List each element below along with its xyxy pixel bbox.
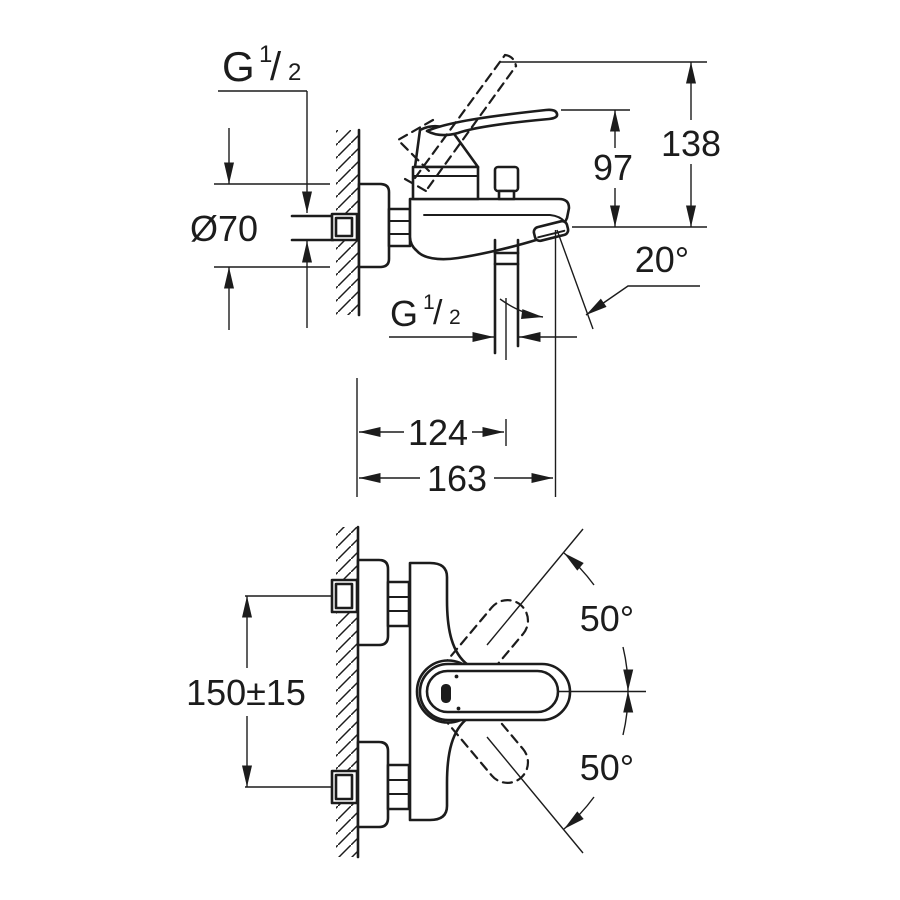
side-escutcheon	[357, 182, 391, 269]
front-upper-nut	[386, 580, 411, 628]
side-spout-angle-arc	[499, 298, 544, 320]
front-lower-nut	[386, 763, 411, 811]
side-handle-base	[411, 165, 480, 201]
side-dashed-lever-line-1	[413, 53, 507, 180]
front-swing-diagonal-lower	[486, 736, 584, 854]
front-view-dimensions: 150±15 50° 50°	[186, 595, 634, 788]
label-dia70: Ø70	[190, 208, 258, 249]
front-swing-diagonal-upper	[486, 528, 584, 646]
side-handle-lever	[425, 108, 559, 137]
front-arc-upper-outer	[563, 552, 595, 586]
front-wall-hatch	[336, 527, 358, 857]
label-20deg: 20°	[635, 239, 689, 280]
front-arc-lower-outer	[563, 796, 595, 830]
side-dashed-lever-line-2	[426, 64, 518, 190]
front-lower-escutcheon	[356, 740, 390, 829]
label-50deg-lower: 50°	[580, 747, 634, 788]
dim-20deg-leader	[585, 285, 700, 316]
front-lower-bolt-inner	[334, 773, 354, 801]
label-wall-thread: G 1 / 2	[222, 41, 301, 90]
front-arc-upper-inner	[622, 646, 634, 692]
side-union-nut	[387, 207, 412, 248]
label-163: 163	[427, 458, 487, 499]
front-upper-escutcheon	[356, 558, 390, 647]
label-150: 150±15	[186, 672, 306, 713]
front-handle-logo-mark	[441, 684, 451, 703]
side-diverter-knob	[493, 165, 520, 193]
front-view	[330, 525, 646, 859]
front-arc-lower-inner	[622, 690, 634, 736]
side-body	[408, 197, 571, 261]
side-dashed-cone-base	[403, 177, 428, 193]
side-supply-bolt-inner	[334, 216, 354, 238]
label-138: 138	[661, 123, 721, 164]
label-97: 97	[593, 147, 633, 188]
label-50deg-upper: 50°	[580, 598, 634, 639]
side-diverter-stem	[497, 189, 516, 201]
front-handle-dot-bottom	[456, 706, 461, 711]
side-dashed-lever-tip	[503, 53, 518, 68]
label-shower-thread: G 1 / 2	[390, 291, 461, 334]
side-handle-open-dashed	[396, 53, 518, 193]
front-handle-dot-top	[454, 674, 459, 679]
side-view	[290, 53, 594, 497]
side-aerator-line	[537, 229, 566, 239]
label-124: 124	[408, 412, 468, 453]
front-upper-bolt-inner	[334, 582, 354, 610]
side-view-dimensions: G 1 / 2 Ø70 97 138 20° G 1	[190, 41, 721, 499]
